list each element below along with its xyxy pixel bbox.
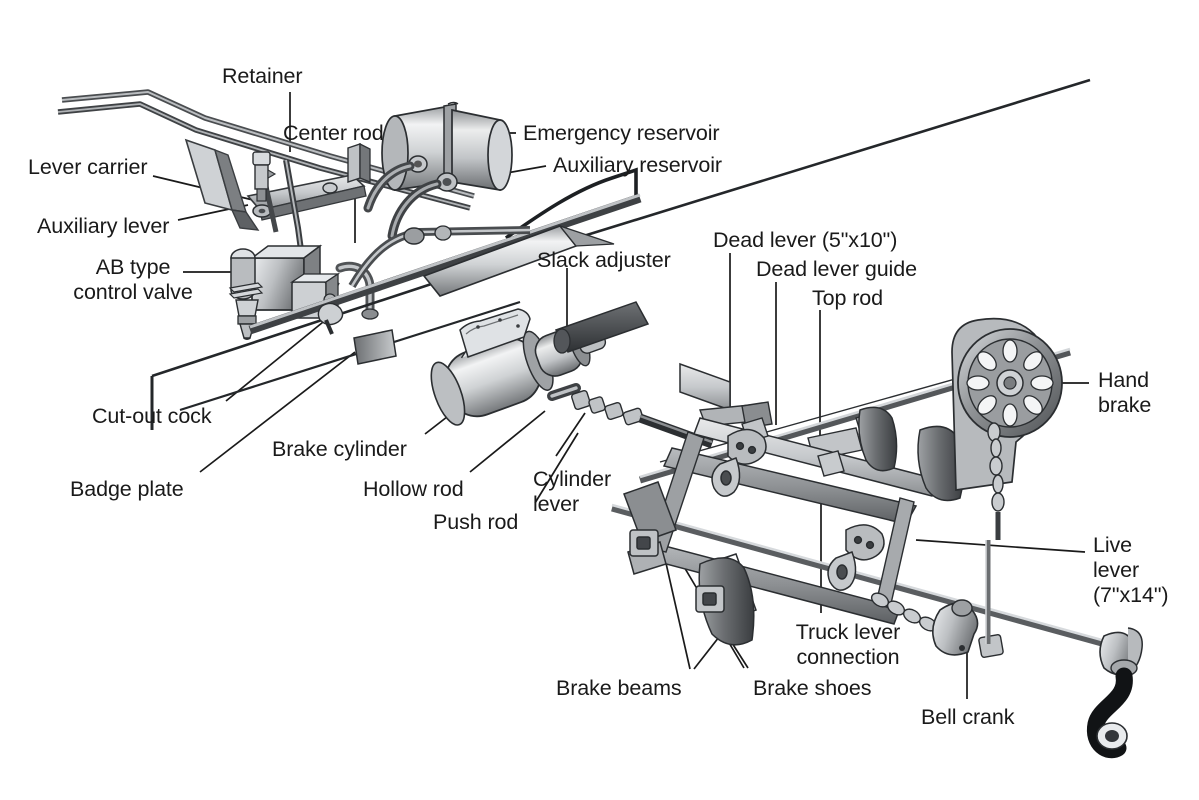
label-brake-cylinder: Brake cylinder	[272, 437, 407, 461]
air-hose-part	[1086, 627, 1143, 759]
label-slack-adjuster: Slack adjuster	[537, 248, 671, 272]
retainer-part	[252, 151, 277, 202]
label-truck-lever-connection: Truck lever connection	[795, 620, 901, 669]
label-hand-brake: Hand brake	[1098, 368, 1152, 417]
label-retainer: Retainer	[222, 64, 303, 88]
label-live-lever: Live lever (7"x14")	[1093, 533, 1169, 607]
label-badge-plate: Badge plate	[70, 477, 184, 501]
badge-plate-part	[353, 329, 397, 365]
bell-crank-part	[870, 540, 1004, 658]
leader-hollow-rod	[469, 410, 546, 473]
label-center-rod: Center rod	[283, 121, 384, 145]
leader-live-lever	[915, 539, 1086, 553]
label-hollow-rod: Hollow rod	[363, 477, 464, 501]
label-push-rod: Push rod	[433, 510, 519, 534]
label-cylinder-lever: Cylinder lever	[533, 467, 612, 516]
label-auxiliary-lever: Auxiliary lever	[37, 214, 170, 238]
label-top-rod: Top rod	[812, 286, 884, 310]
leader-push-rod	[534, 432, 579, 504]
label-dead-lever: Dead lever (5"x10")	[713, 228, 898, 252]
leader-cylinder-lever	[555, 412, 586, 457]
reservoir-tanks	[363, 101, 513, 241]
label-brake-beams: Brake beams	[556, 676, 682, 700]
label-dead-lever-guide: Dead lever guide	[756, 257, 917, 281]
leader-badge-plate	[199, 351, 356, 473]
label-emergency-reservoir: Emergency reservoir	[523, 121, 720, 145]
leader-cut-out-cock	[225, 317, 329, 402]
label-cut-out-cock: Cut-out cock	[92, 404, 212, 428]
train-line-pipes	[150, 78, 1091, 430]
cut-out-cock-part	[317, 302, 344, 335]
label-ab-type-control-valve: AB type control valve	[73, 255, 193, 304]
label-bell-crank: Bell crank	[921, 705, 1015, 729]
hand-brake-part	[951, 317, 1063, 540]
label-auxiliary-reservoir: Auxiliary reservoir	[553, 153, 722, 177]
label-brake-shoes: Brake shoes	[753, 676, 872, 700]
label-lever-carrier: Lever carrier	[28, 155, 148, 179]
